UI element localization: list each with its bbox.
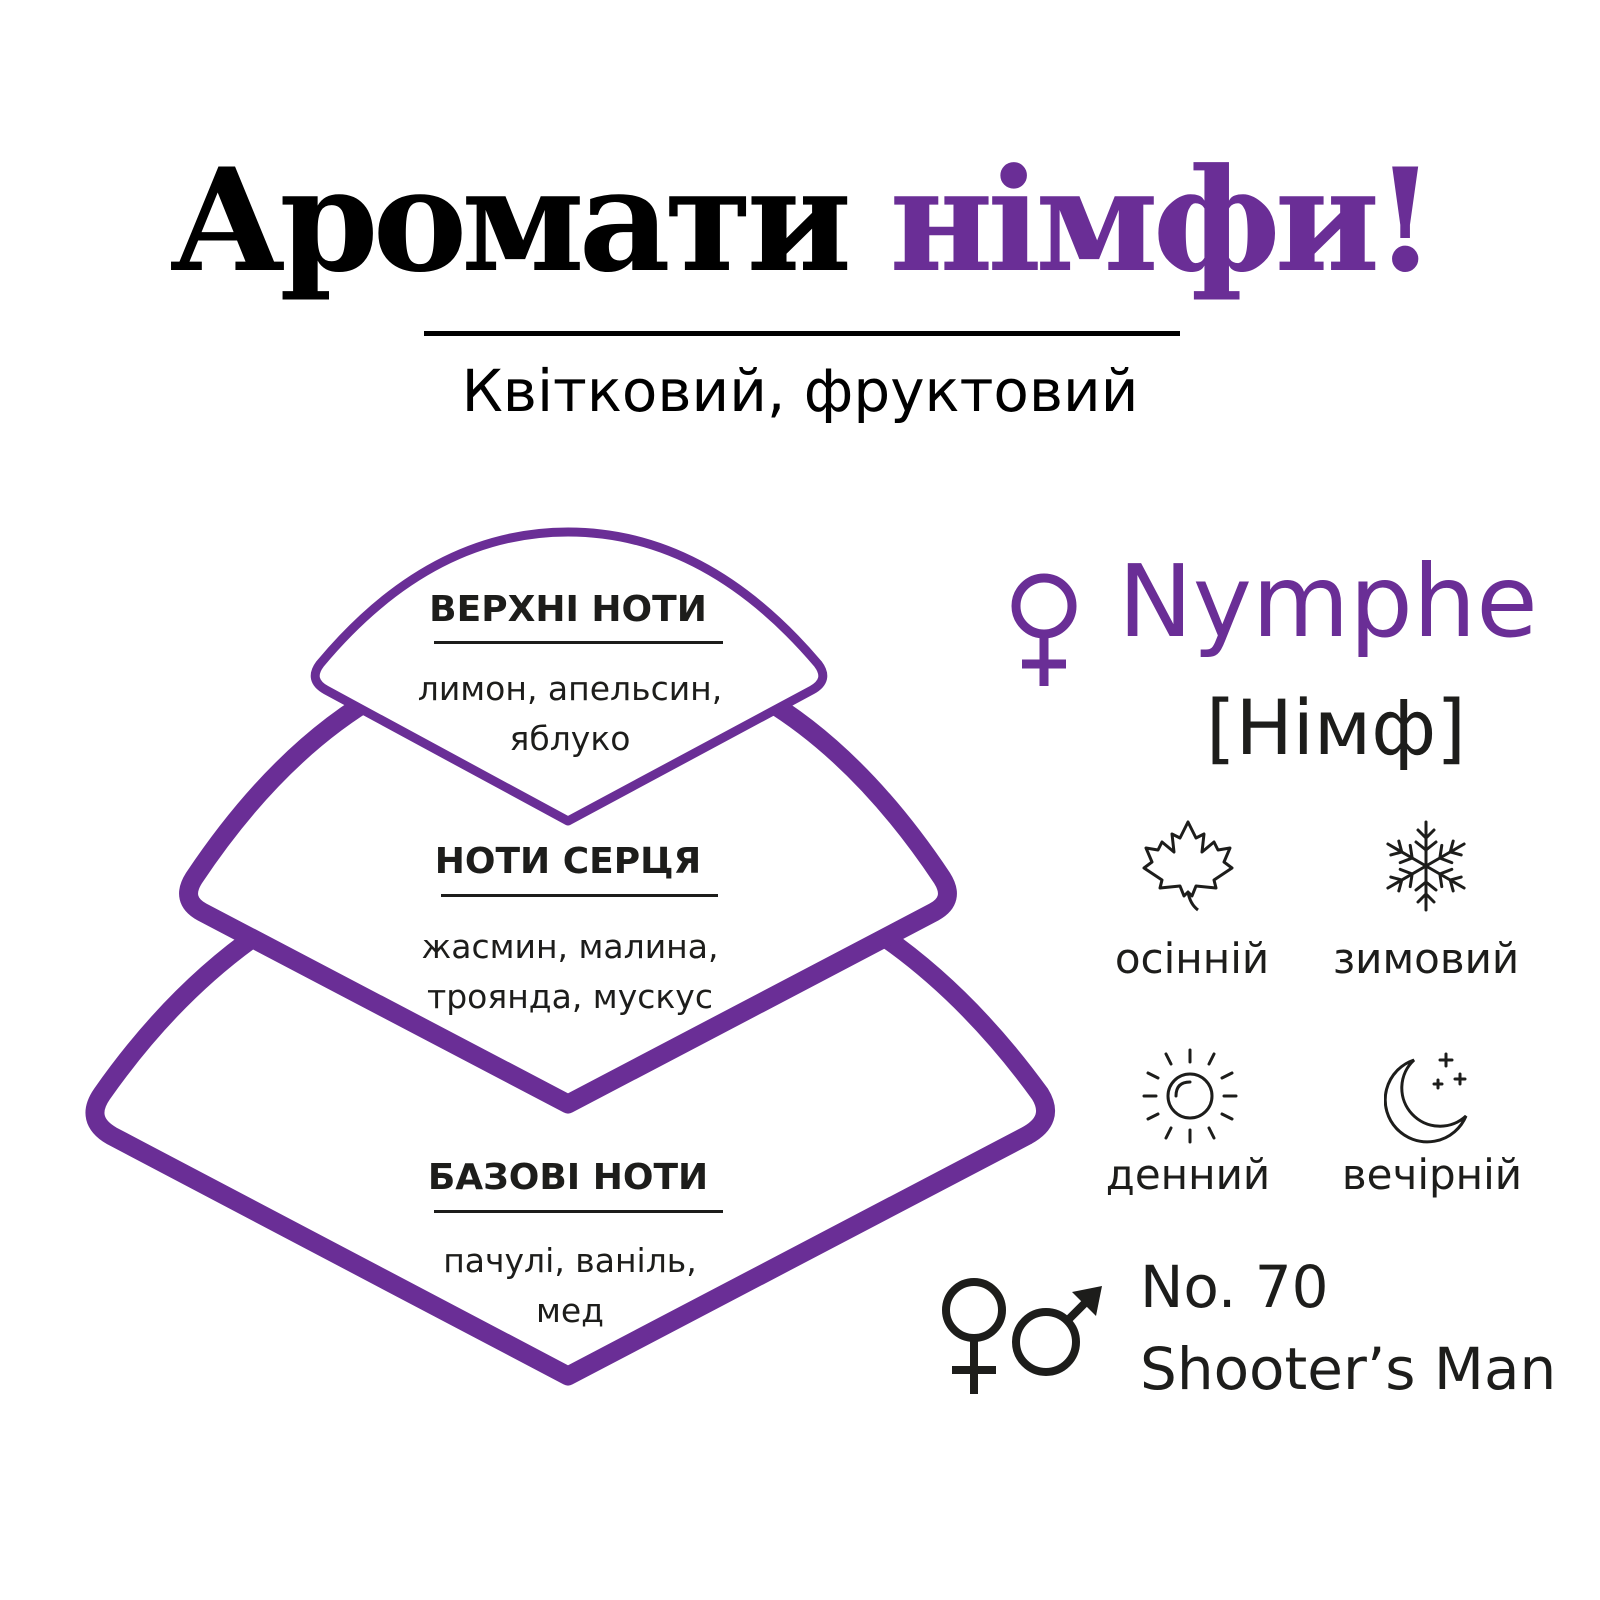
analog-number: No. 70: [1140, 1253, 1329, 1321]
top-notes-heading: ВЕРХНІ НОТИ: [429, 589, 707, 630]
attribute-label-winter: зимовий: [1332, 934, 1520, 983]
product-pronunciation: [Німф]: [1206, 683, 1466, 772]
heart-notes-list: жасмин, малина, троянда, мускус: [380, 922, 760, 1022]
top-notes-list: лимон, апельсин, яблуко: [380, 664, 760, 764]
snowflake-icon: [1381, 820, 1471, 912]
page-title: Аромати німфи!: [0, 150, 1600, 292]
venus-mars-icon: [942, 1278, 1102, 1394]
attribute-label-day: денний: [1105, 1150, 1271, 1199]
top-notes-shape: [310, 527, 828, 826]
base-notes-line-2: мед: [535, 1291, 604, 1330]
venus-icon: [1011, 573, 1077, 686]
heart-notes-rule: [441, 894, 718, 897]
maple-leaf-icon: [1142, 820, 1234, 912]
sun-icon: [1142, 1048, 1238, 1144]
analog-name: Shooter’s Man: [1140, 1335, 1557, 1403]
heart-notes-heading: НОТИ СЕРЦЯ: [434, 841, 702, 882]
base-notes-heading: БАЗОВІ НОТИ: [427, 1157, 709, 1198]
top-notes-line-2: яблуко: [509, 719, 631, 758]
base-notes-rule: [434, 1210, 723, 1213]
attribute-label-autumn: осінній: [1114, 934, 1270, 983]
moon-stars-icon: [1384, 1052, 1468, 1144]
top-notes-line-1: лимон, апельсин,: [417, 669, 723, 708]
title-part-1: Аромати: [169, 138, 852, 304]
product-name: Nymphe: [1118, 543, 1538, 660]
title-part-2: німфи!: [889, 138, 1436, 304]
attribute-label-evening: вечірній: [1341, 1150, 1523, 1199]
heart-notes-line-1: жасмин, малина,: [421, 927, 719, 966]
base-notes-list: пачулі, ваніль, мед: [380, 1236, 760, 1336]
page-subtitle: Квітковий, фруктовий: [461, 357, 1139, 425]
title-underline: [424, 331, 1180, 336]
heart-notes-line-2: троянда, мускус: [427, 977, 713, 1016]
base-notes-line-1: пачулі, ваніль,: [443, 1241, 697, 1280]
top-notes-rule: [434, 641, 723, 644]
